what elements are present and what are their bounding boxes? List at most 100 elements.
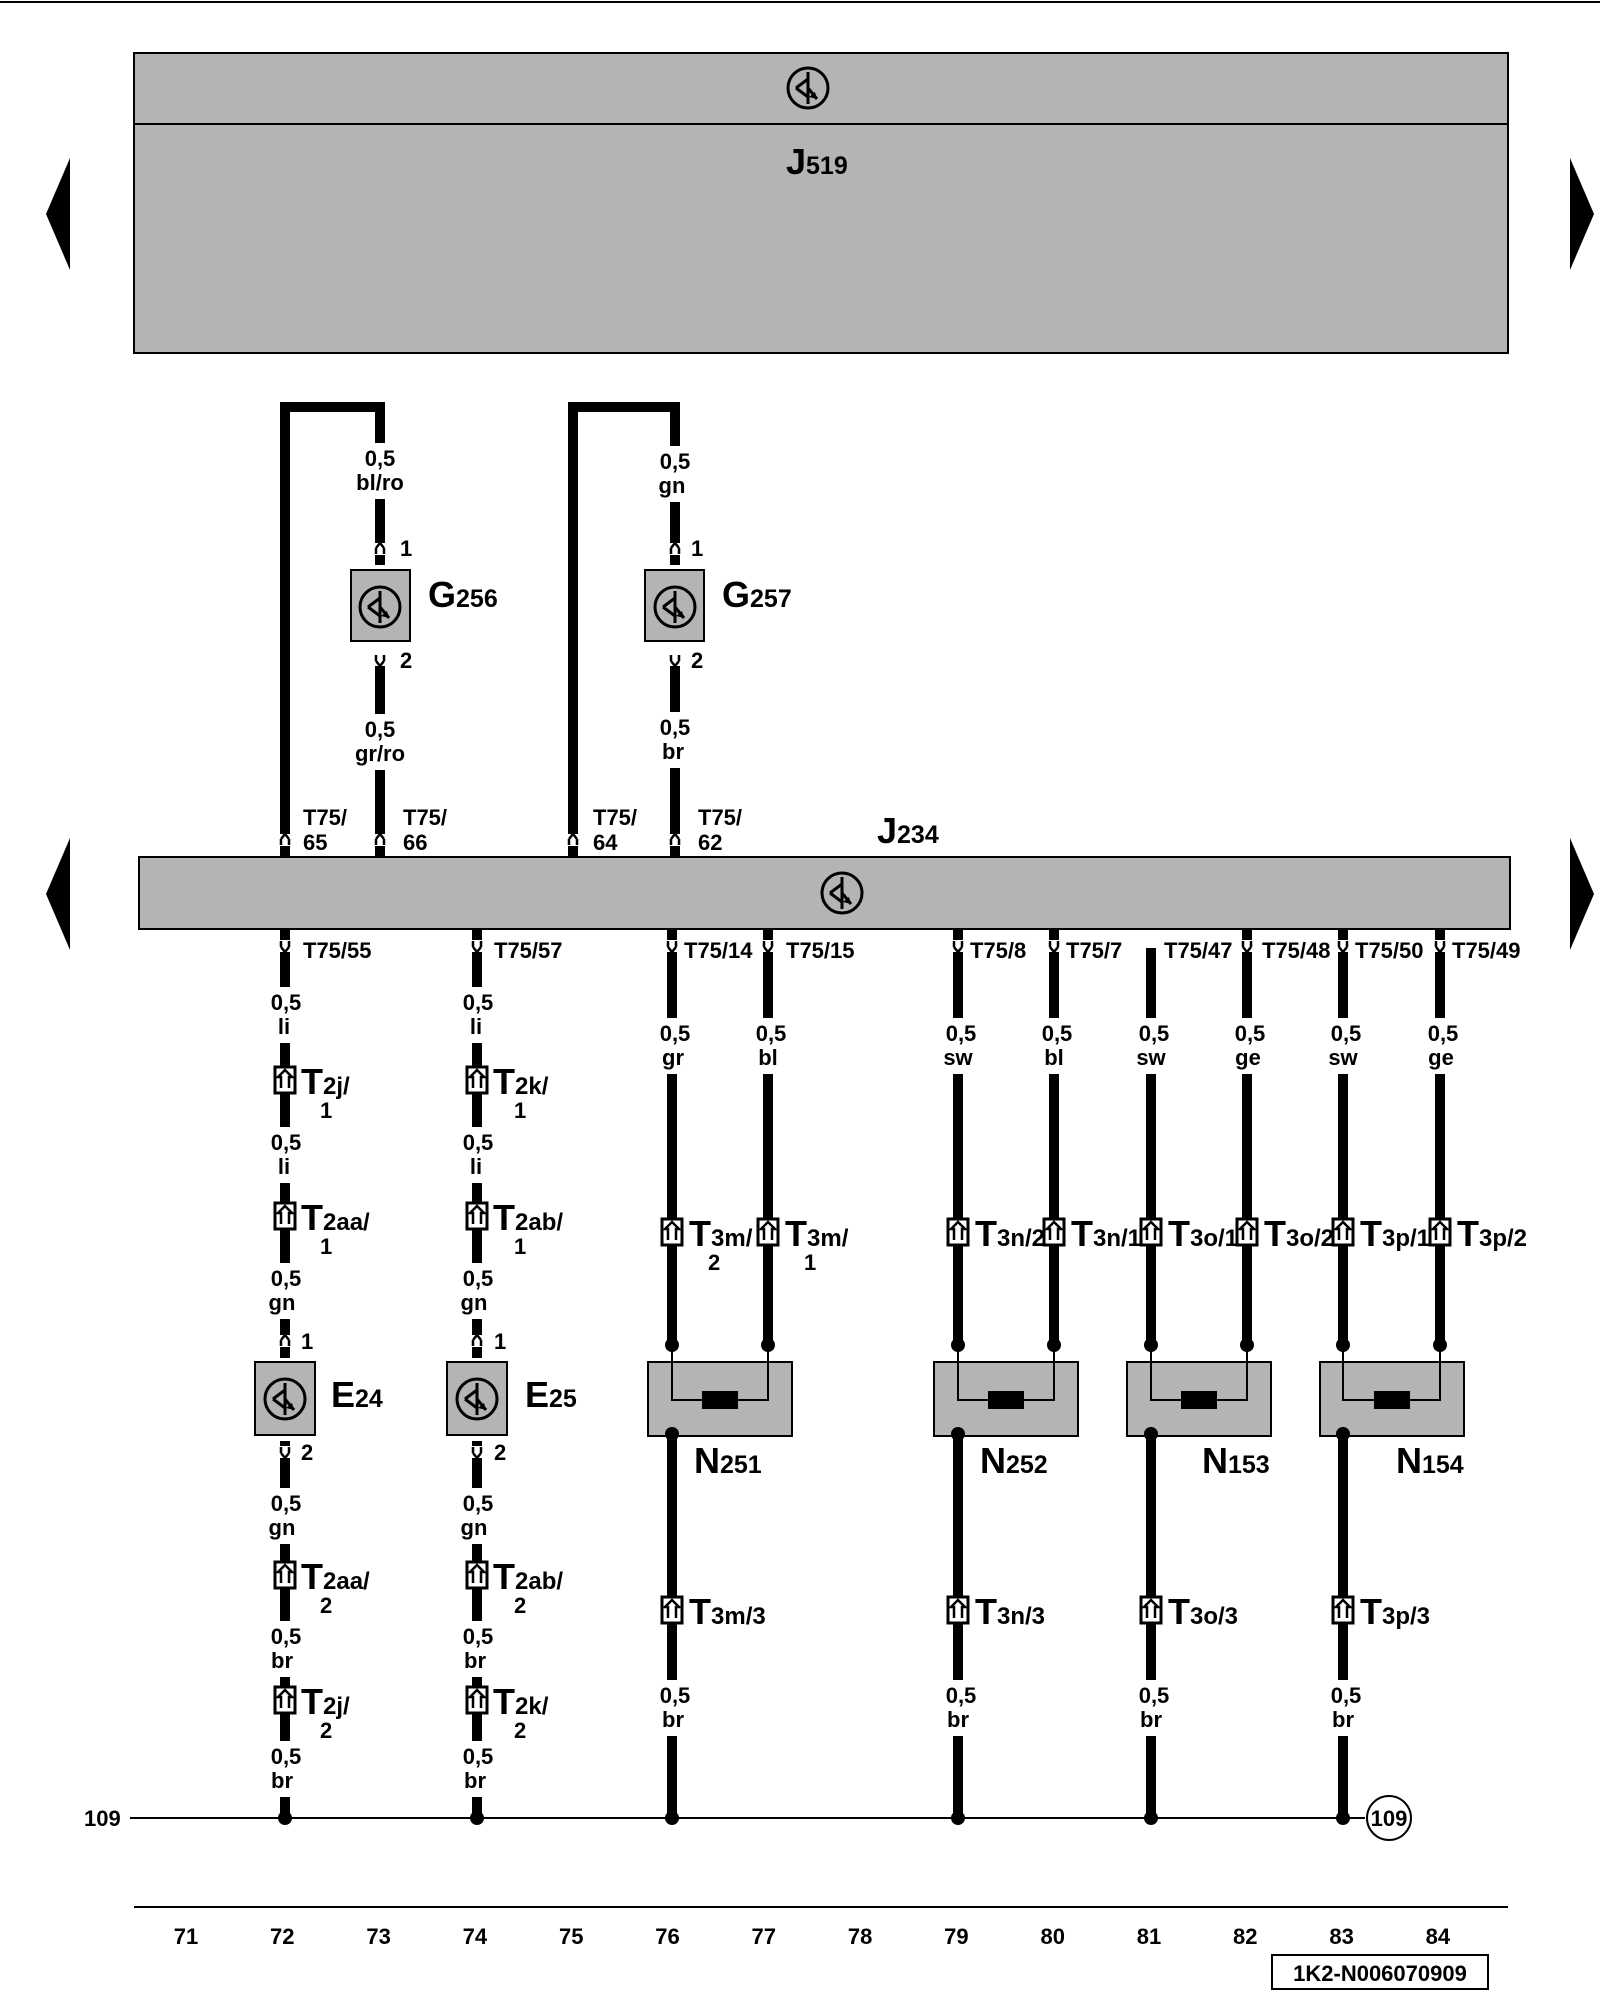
svg-text:T2j/: T2j/ xyxy=(301,1061,350,1102)
valve-n251-circuit: T75/14 T75/15 0,5 gr 0,5 bl T3m/ 2 T3m/ … xyxy=(647,930,855,1825)
svg-text:T75/48: T75/48 xyxy=(1262,938,1331,963)
svg-text:T2aa/: T2aa/ xyxy=(301,1556,370,1597)
svg-text:1: 1 xyxy=(804,1250,816,1275)
connector-t3p2-icon xyxy=(1428,1217,1452,1247)
svg-text:br: br xyxy=(947,1707,969,1732)
svg-text:0,5: 0,5 xyxy=(463,990,494,1015)
svg-text:T75/: T75/ xyxy=(303,805,347,830)
svg-text:sw: sw xyxy=(1328,1045,1358,1070)
module-j519-label: J519 xyxy=(786,141,848,182)
svg-text:0,5: 0,5 xyxy=(1331,1021,1362,1046)
connector-t3m1-icon xyxy=(756,1217,780,1247)
svg-text:T2aa/: T2aa/ xyxy=(301,1197,370,1238)
connector-t2k2-icon xyxy=(465,1685,489,1715)
svg-text:0,5: 0,5 xyxy=(660,1021,691,1046)
module-j234: J234 xyxy=(138,810,1511,930)
connector-t3m3-icon xyxy=(660,1595,684,1625)
arrow-right-top-icon[interactable] xyxy=(1570,158,1594,270)
svg-text:1: 1 xyxy=(514,1098,526,1123)
switch-e24-circuit: T75/55 0,5 li T2j/ 1 0,5 li T2aa/ 1 0,5 … xyxy=(254,930,383,1825)
svg-text:li: li xyxy=(470,1154,482,1179)
svg-text:T75/14: T75/14 xyxy=(684,938,753,963)
valve-n252-circuit: T75/8 T75/7 0,5 sw 0,5 bl T3n/2 T3n/1 N2… xyxy=(933,930,1141,1825)
svg-text:gn: gn xyxy=(269,1290,296,1315)
svg-text:2: 2 xyxy=(494,1440,506,1465)
svg-text:gn: gn xyxy=(461,1515,488,1540)
svg-text:0,5: 0,5 xyxy=(660,1683,691,1708)
svg-text:1: 1 xyxy=(320,1098,332,1123)
svg-text:br: br xyxy=(464,1648,486,1673)
ground-label-left: 109 xyxy=(84,1806,121,1831)
g256-label: G256 xyxy=(428,574,498,615)
svg-text:T3m/: T3m/ xyxy=(689,1213,753,1254)
svg-text:2: 2 xyxy=(514,1718,526,1743)
svg-text:T3n/2: T3n/2 xyxy=(975,1213,1045,1254)
connector-t3o3-icon xyxy=(1139,1595,1163,1625)
connector-t3n2-icon xyxy=(946,1217,970,1247)
svg-text:62: 62 xyxy=(698,830,722,855)
svg-text:T3m/: T3m/ xyxy=(785,1213,849,1254)
svg-text:br: br xyxy=(271,1648,293,1673)
column-number: 73 xyxy=(366,1924,390,1949)
svg-text:gr/ro: gr/ro xyxy=(355,741,405,766)
svg-text:T3m/3: T3m/3 xyxy=(689,1591,766,1632)
svg-text:T75/57: T75/57 xyxy=(494,938,563,963)
arrow-left-top-icon[interactable] xyxy=(46,158,70,270)
n153-label: N153 xyxy=(1202,1440,1270,1481)
connector-t2ab2-icon xyxy=(465,1560,489,1590)
column-number: 72 xyxy=(270,1924,294,1949)
svg-text:T75/15: T75/15 xyxy=(786,938,855,963)
svg-text:br: br xyxy=(1140,1707,1162,1732)
n251-label: N251 xyxy=(694,1440,762,1481)
svg-text:bl/ro: bl/ro xyxy=(356,470,404,495)
svg-text:1: 1 xyxy=(320,1234,332,1259)
connector-t3p3-icon xyxy=(1331,1595,1355,1625)
g257-label: G257 xyxy=(722,574,792,615)
svg-text:T75/55: T75/55 xyxy=(303,938,372,963)
connector-t2aa2-icon xyxy=(273,1560,297,1590)
svg-text:T75/8: T75/8 xyxy=(970,938,1026,963)
svg-text:1: 1 xyxy=(400,536,412,561)
svg-text:2: 2 xyxy=(320,1718,332,1743)
connector-t3p1-icon xyxy=(1331,1217,1355,1247)
svg-text:0,5: 0,5 xyxy=(463,1130,494,1155)
svg-text:br: br xyxy=(662,739,684,764)
svg-text:T3n/3: T3n/3 xyxy=(975,1591,1045,1632)
column-number: 78 xyxy=(848,1924,872,1949)
connector-t2j1-icon xyxy=(273,1065,297,1095)
ground-label-right: 109 xyxy=(1371,1806,1408,1831)
doc-id: 1K2-N006070909 xyxy=(1293,1961,1467,1986)
n154-label: N154 xyxy=(1396,1440,1464,1481)
svg-text:0,5: 0,5 xyxy=(463,1491,494,1516)
switch-e25-circuit: T75/57 0,5 li T2k/ 1 0,5 li T2ab/ 1 0,5 … xyxy=(446,930,577,1825)
svg-text:0,5: 0,5 xyxy=(271,1744,302,1769)
svg-text:0,5: 0,5 xyxy=(756,1021,787,1046)
svg-text:T2ab/: T2ab/ xyxy=(493,1197,563,1238)
arrow-right-mid-icon[interactable] xyxy=(1570,838,1594,950)
column-number: 84 xyxy=(1426,1924,1451,1949)
svg-text:0,5: 0,5 xyxy=(271,1130,302,1155)
column-number: 71 xyxy=(174,1924,198,1949)
column-number: 81 xyxy=(1137,1924,1161,1949)
svg-text:br: br xyxy=(271,1768,293,1793)
svg-text:2: 2 xyxy=(514,1593,526,1618)
svg-text:T3p/2: T3p/2 xyxy=(1457,1213,1527,1254)
arrow-left-mid-icon[interactable] xyxy=(46,838,70,950)
svg-text:0,5: 0,5 xyxy=(660,449,691,474)
svg-text:br: br xyxy=(662,1707,684,1732)
column-number: 76 xyxy=(655,1924,679,1949)
svg-text:sw: sw xyxy=(943,1045,973,1070)
svg-text:bl: bl xyxy=(758,1045,778,1070)
ground-bus: 109 109 xyxy=(84,1795,1412,1841)
sensor-g257-circuit: 1 2 G257 0,5 gn 0,5 br T75/ 64 T75/ 62 xyxy=(565,402,792,860)
svg-text:66: 66 xyxy=(403,830,427,855)
column-number: 75 xyxy=(559,1924,583,1949)
column-number: 83 xyxy=(1329,1924,1353,1949)
svg-text:bl: bl xyxy=(1044,1045,1064,1070)
svg-text:gn: gn xyxy=(659,473,686,498)
svg-text:T3p/1: T3p/1 xyxy=(1360,1213,1430,1254)
svg-text:2: 2 xyxy=(320,1593,332,1618)
svg-text:T2j/: T2j/ xyxy=(301,1681,350,1722)
svg-text:gr: gr xyxy=(662,1045,684,1070)
svg-text:T75/: T75/ xyxy=(698,805,742,830)
